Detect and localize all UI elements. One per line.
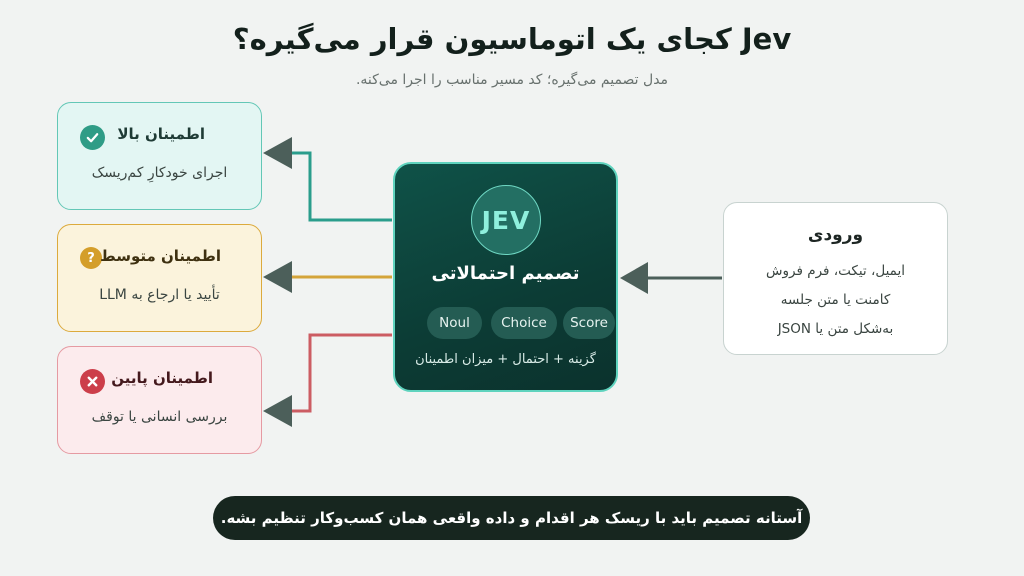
medium-confidence-heading: اطمینان متوسط <box>100 247 221 265</box>
arrow-head-high <box>263 137 292 169</box>
footer-text: آستانه تصمیم باید با ریسک هر اقدام و داد… <box>220 509 803 527</box>
high-confidence-card: اطمینان بالا اجرای خودکارِ کم‌ریسک <box>57 102 262 210</box>
footer-banner: آستانه تصمیم باید با ریسک هر اقدام و داد… <box>213 496 810 540</box>
chip-noul: Noul <box>427 307 482 339</box>
medium-confidence-description: تأیید یا ارجاع به LLM <box>99 287 220 303</box>
input-card: ورودی ایمیل، تیکت، فرم فروش کامنت یا متن… <box>723 202 948 355</box>
question-icon: ? <box>80 247 102 269</box>
arrow-head-low <box>263 395 292 427</box>
decision-footnote: گزینه + احتمال + میزان اطمینان <box>415 352 596 367</box>
high-confidence-heading: اطمینان بالا <box>117 125 205 143</box>
page-subtitle: مدل تصمیم می‌گیره؛ کد مسیر مناسب را اجرا… <box>355 72 669 88</box>
decision-block: JEV تصمیم احتمالاتی Noul Choice Score گز… <box>393 162 618 392</box>
arrow-head-medium <box>263 261 292 293</box>
chip-choice: Choice <box>491 307 557 339</box>
jev-logo: JEV <box>471 185 541 255</box>
connector-high-line <box>292 151 392 222</box>
check-icon <box>80 125 105 150</box>
medium-confidence-card: ? اطمینان متوسط تأیید یا ارجاع به LLM <box>57 224 262 332</box>
page-title: Jev کجای یک اتوماسیون قرار می‌گیره؟ <box>232 22 792 56</box>
decision-title: تصمیم احتمالاتی <box>431 263 580 284</box>
input-heading: ورودی <box>807 225 864 245</box>
input-line-1: ایمیل، تیکت، فرم فروش <box>766 263 905 279</box>
low-confidence-heading: اطمینان پایین <box>111 369 213 387</box>
input-line-3: به‌شکل متن یا JSON <box>777 321 894 337</box>
low-confidence-description: بررسی انسانی یا توقف <box>91 409 228 425</box>
close-icon <box>80 369 105 394</box>
low-confidence-card: اطمینان پایین بررسی انسانی یا توقف <box>57 346 262 454</box>
high-confidence-description: اجرای خودکارِ کم‌ریسک <box>91 165 228 181</box>
input-line-2: کامنت یا متن جلسه <box>780 292 891 308</box>
chip-score: Score <box>563 307 615 339</box>
connector-low-line <box>292 333 392 413</box>
question-icon-glyph: ? <box>87 250 95 266</box>
arrow-head-to-decision <box>620 262 648 294</box>
